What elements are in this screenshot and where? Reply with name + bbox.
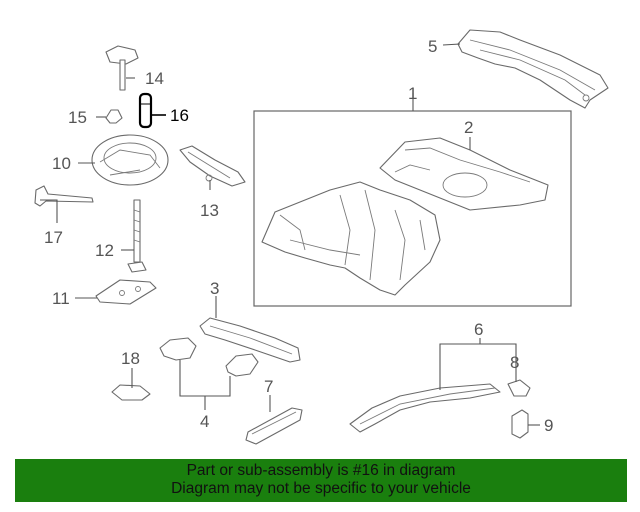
info-banner: Part or sub-assembly is #16 in diagram D… bbox=[15, 459, 627, 502]
part-3-crossmember bbox=[199, 317, 301, 363]
callout-1: 1 bbox=[408, 84, 417, 103]
part-2-rear-floor-pan bbox=[379, 137, 549, 211]
part-7-reinforcement bbox=[245, 407, 303, 445]
callout-12: 12 bbox=[95, 241, 114, 260]
part-5-rear-panel bbox=[457, 29, 609, 109]
part-15-nut bbox=[105, 109, 123, 124]
part-8-bracket bbox=[507, 379, 531, 397]
part-17-jack-handle bbox=[34, 185, 94, 207]
callout-18: 18 bbox=[121, 349, 140, 368]
part-13-jack bbox=[179, 145, 246, 187]
parts-diagram: 1 2 3 4 5 6 7 8 9 10 11 12 13 14 15 16 1… bbox=[34, 29, 609, 445]
callout-3: 3 bbox=[210, 279, 219, 298]
callout-5: 5 bbox=[428, 37, 437, 56]
callout-6: 6 bbox=[474, 320, 483, 339]
callout-8: 8 bbox=[510, 353, 519, 372]
callout-9: 9 bbox=[544, 416, 553, 435]
callout-13: 13 bbox=[200, 201, 219, 220]
callout-4: 4 bbox=[200, 412, 209, 431]
callout-7: 7 bbox=[264, 377, 273, 396]
leader-lines bbox=[40, 43, 540, 426]
part-12-threaded-rod bbox=[133, 199, 141, 263]
banner-line-2: Diagram may not be specific to your vehi… bbox=[171, 480, 471, 497]
part-14-spare-tire-hold-down bbox=[105, 45, 139, 91]
part-16-highlighted bbox=[138, 92, 153, 129]
part-10-jack-tray bbox=[91, 134, 169, 186]
callout-labels: 1 2 3 4 5 6 7 8 9 10 11 12 13 14 15 16 1… bbox=[44, 37, 553, 435]
part-18-bracket bbox=[111, 384, 151, 401]
part-9-plate bbox=[511, 409, 529, 439]
part-6-rail bbox=[349, 383, 501, 433]
part-1-front-floor-pan bbox=[261, 181, 441, 296]
banner-line-1: Part or sub-assembly is #16 in diagram bbox=[186, 462, 456, 479]
callout-16: 16 bbox=[170, 106, 189, 125]
callout-14: 14 bbox=[145, 69, 164, 88]
part-4-brackets bbox=[159, 337, 259, 377]
callout-15: 15 bbox=[68, 108, 87, 127]
part-11-bracket bbox=[95, 261, 157, 305]
callout-10: 10 bbox=[52, 154, 71, 173]
callout-2: 2 bbox=[464, 118, 473, 137]
callout-17: 17 bbox=[44, 228, 63, 247]
callout-11: 11 bbox=[52, 289, 70, 308]
